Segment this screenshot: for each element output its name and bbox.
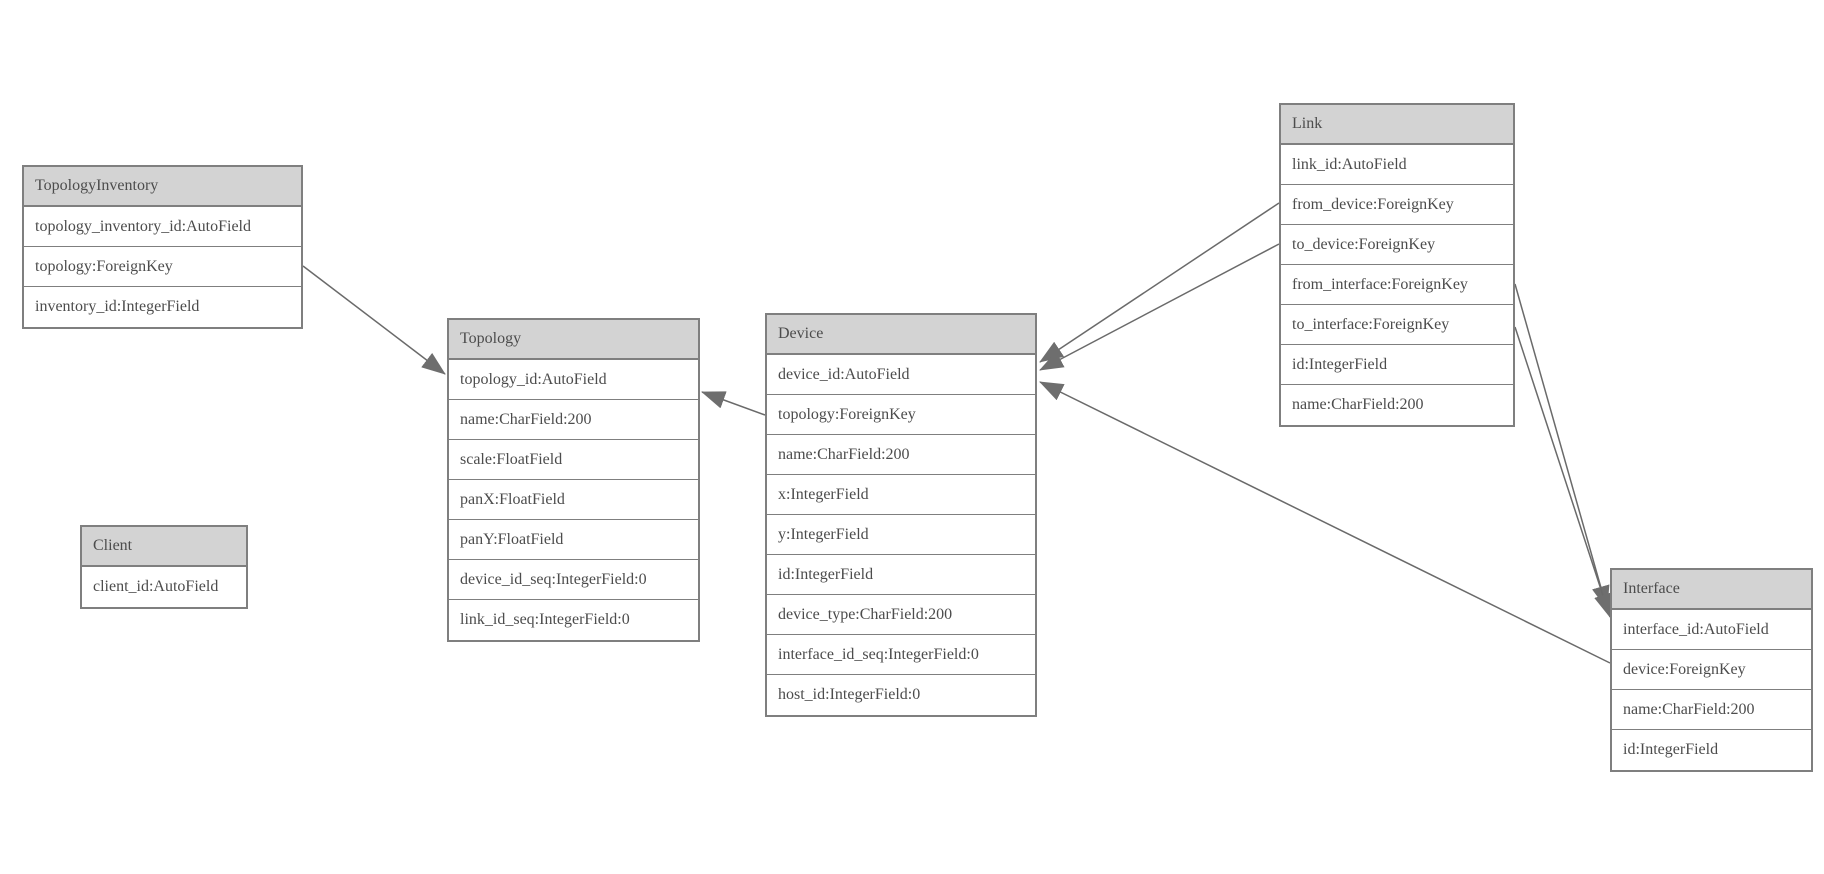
entity-field: interface_id_seq:IntegerField:0: [767, 635, 1035, 675]
entity-field: panX:FloatField: [449, 480, 698, 520]
entity-field: scale:FloatField: [449, 440, 698, 480]
entity-field: host_id:IntegerField:0: [767, 675, 1035, 715]
entity-field: to_device:ForeignKey: [1281, 225, 1513, 265]
entity-field: topology_id:AutoField: [449, 360, 698, 400]
entity-field: device_id_seq:IntegerField:0: [449, 560, 698, 600]
entity-field: topology:ForeignKey: [24, 247, 301, 287]
entity-field: topology_inventory_id:AutoField: [24, 207, 301, 247]
entity-field: interface_id:AutoField: [1612, 610, 1811, 650]
relation-device-topology-to-topology: [701, 391, 766, 416]
entity-field: name:CharField:200: [1612, 690, 1811, 730]
entity-field: y:IntegerField: [767, 515, 1035, 555]
entity-field: panY:FloatField: [449, 520, 698, 560]
entity-title-topology: Topology: [449, 320, 698, 360]
entity-title-link: Link: [1281, 105, 1513, 145]
entity-title-topology-inventory: TopologyInventory: [24, 167, 301, 207]
entity-field: client_id:AutoField: [82, 567, 246, 607]
entity-field: from_interface:ForeignKey: [1281, 265, 1513, 305]
entity-field: from_device:ForeignKey: [1281, 185, 1513, 225]
relation-topologyinventory-topology-to-topology: [302, 265, 446, 375]
entity-field: x:IntegerField: [767, 475, 1035, 515]
entity-field: inventory_id:IntegerField: [24, 287, 301, 327]
entity-field: device:ForeignKey: [1612, 650, 1811, 690]
relation-link-from-device-to-device: [1039, 202, 1280, 363]
relation-link-to-device-to-device: [1039, 243, 1280, 371]
entity-field: name:CharField:200: [767, 435, 1035, 475]
entity-field: link_id:AutoField: [1281, 145, 1513, 185]
entity-title-device: Device: [767, 315, 1035, 355]
entity-field: name:CharField:200: [1281, 385, 1513, 425]
entity-field: name:CharField:200: [449, 400, 698, 440]
entity-field: id:IntegerField: [1612, 730, 1811, 770]
relation-link-from-interface-to-interface: [1514, 283, 1610, 610]
entity-title-interface: Interface: [1612, 570, 1811, 610]
entity-field: to_interface:ForeignKey: [1281, 305, 1513, 345]
entity-field: device_type:CharField:200: [767, 595, 1035, 635]
entity-field: topology:ForeignKey: [767, 395, 1035, 435]
entity-field: device_id:AutoField: [767, 355, 1035, 395]
entity-field: link_id_seq:IntegerField:0: [449, 600, 698, 640]
entity-field: id:IntegerField: [767, 555, 1035, 595]
entity-title-client: Client: [82, 527, 246, 567]
entity-field: id:IntegerField: [1281, 345, 1513, 385]
relation-link-to-interface-to-interface: [1514, 326, 1612, 618]
